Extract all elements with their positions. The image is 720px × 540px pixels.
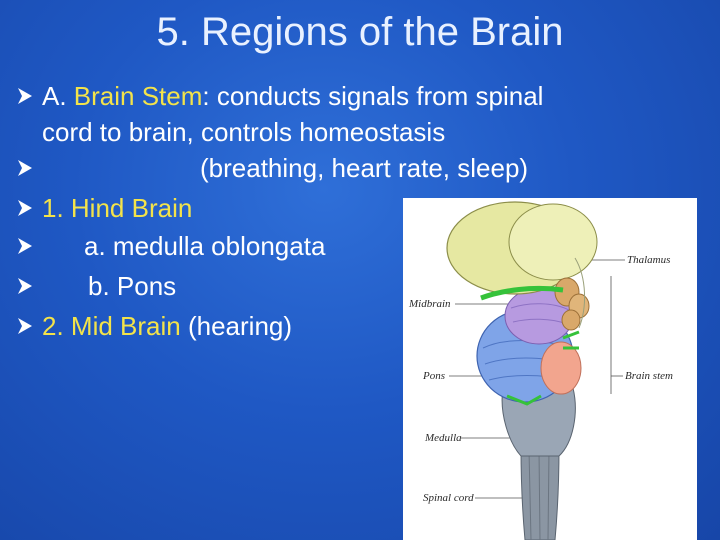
label-brain-stem: Brain stem (625, 370, 673, 382)
arrow-bullet-icon (18, 160, 32, 176)
brain-stem-illustration (446, 201, 625, 540)
brain-stem-definition: : conducts signals from spinal (202, 81, 544, 111)
brain-stem-figure: Thalamus Midbrain Pons Brain stem Medull… (403, 198, 697, 540)
brain-stem-definition-continued: cord to brain, controls homeostasis (42, 117, 446, 147)
arrow-bullet-icon (18, 278, 32, 294)
slide-title: 5. Regions of the Brain (156, 10, 564, 54)
term-hind-brain: 1. Hind Brain (42, 193, 193, 223)
pons-item: b. Pons (88, 271, 177, 301)
label-spinal-cord: Spinal cord (423, 492, 474, 504)
arrow-bullet-icon (18, 318, 32, 334)
term-mid-brain: Mid Brain (70, 311, 181, 341)
arrow-bullet-icon (18, 238, 32, 254)
medulla-item: a. medulla oblongata (84, 231, 326, 261)
label-medulla: Medulla (425, 432, 462, 444)
homeostasis-examples: (breathing, heart rate, sleep) (200, 153, 529, 183)
label-midbrain: Midbrain (409, 298, 451, 310)
label-thalamus: Thalamus (627, 254, 671, 266)
arrow-bullet-icon (18, 88, 32, 104)
mid-brain-function: (hearing) (180, 311, 293, 341)
bullet-letter-a: A. (42, 81, 74, 111)
label-pons: Pons (423, 370, 445, 382)
mid-brain-number: 2. (42, 311, 71, 341)
arrow-bullet-icon (18, 200, 32, 216)
term-brain-stem: Brain Stem (73, 81, 203, 111)
